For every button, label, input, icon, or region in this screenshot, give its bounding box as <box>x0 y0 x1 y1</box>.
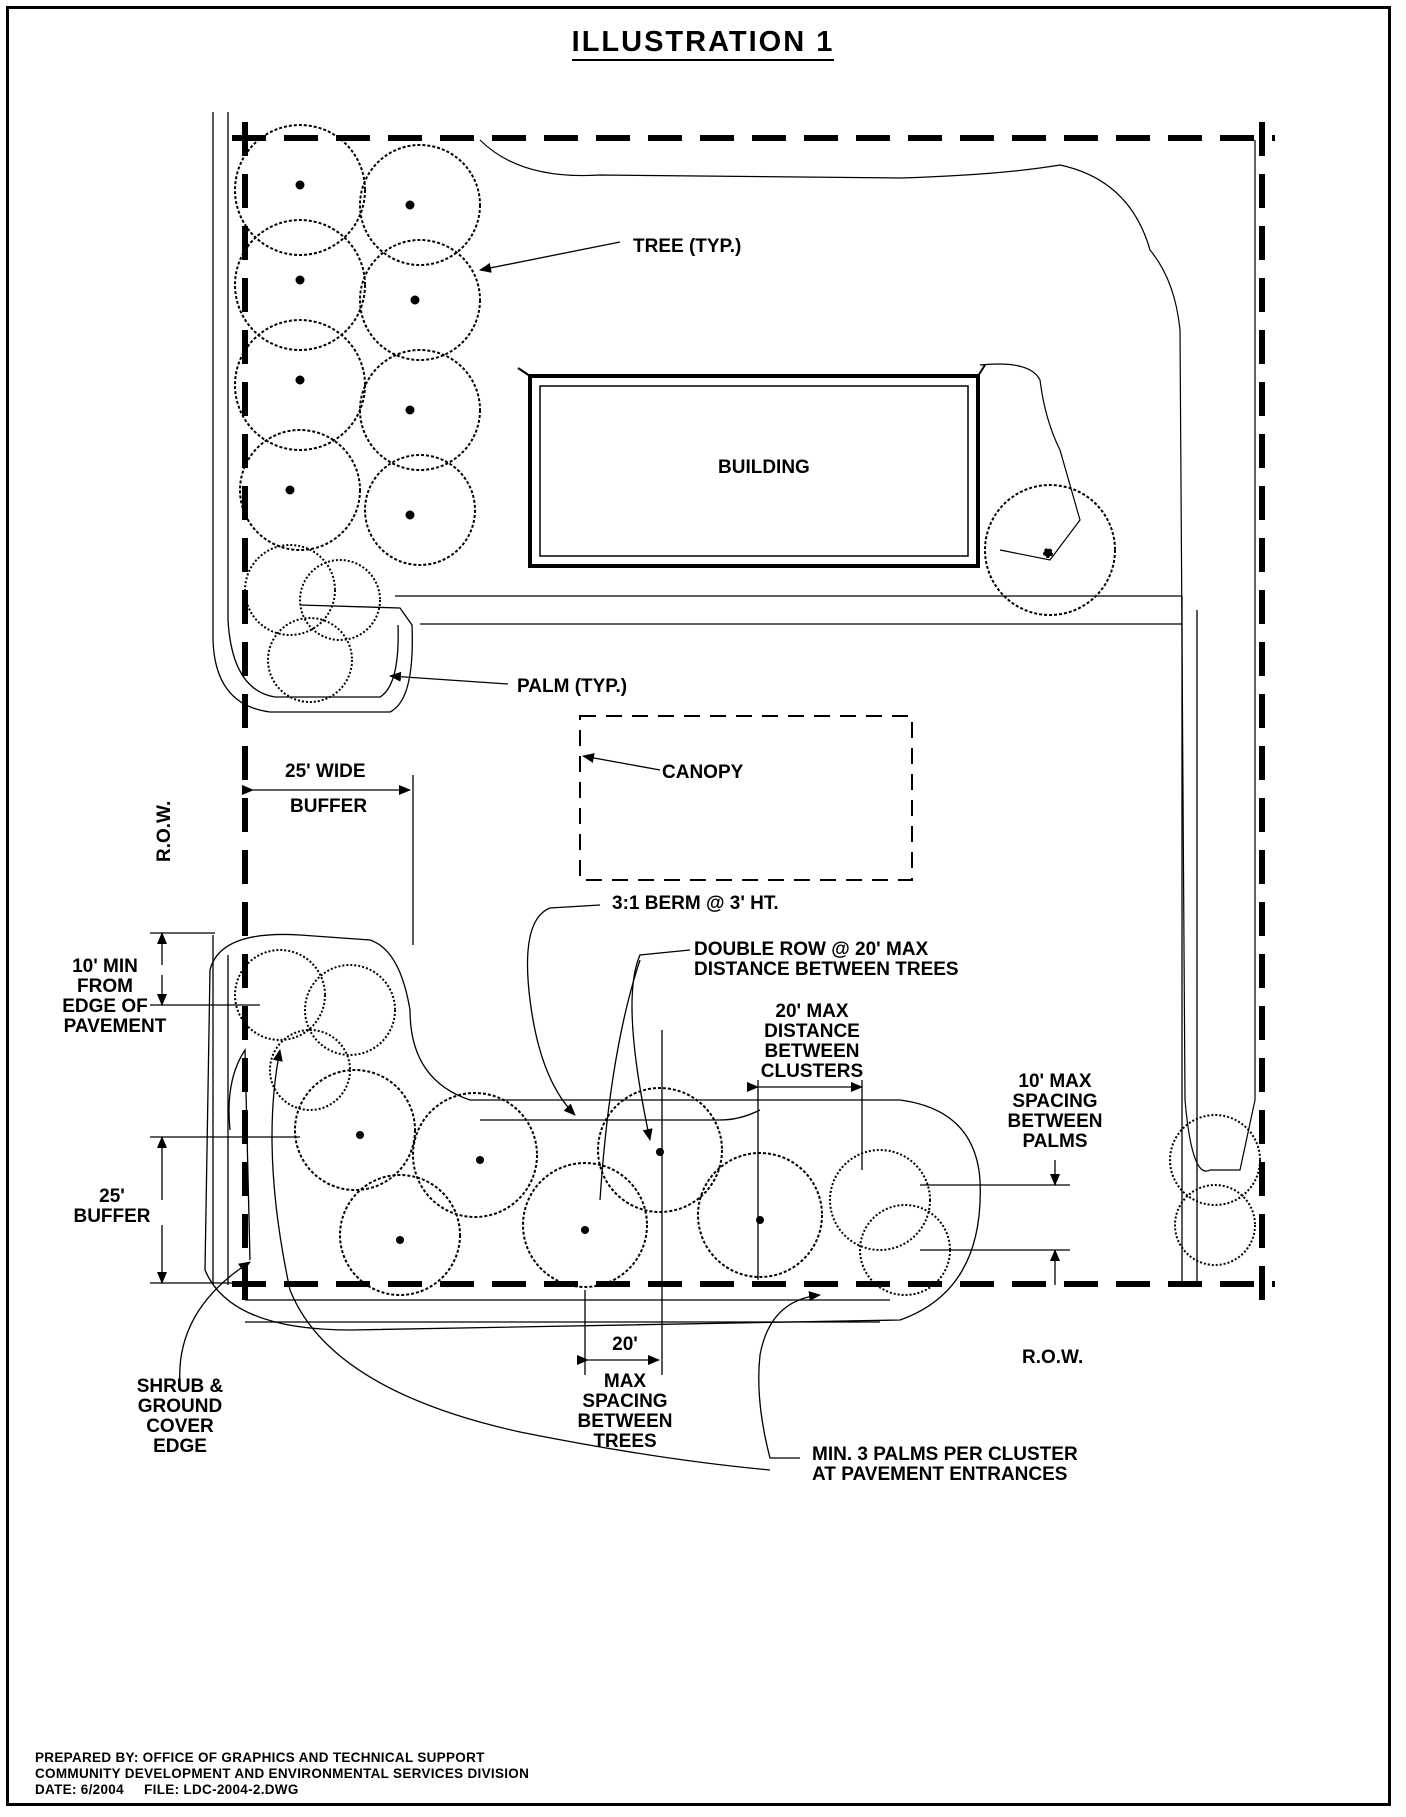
clusters-label: 20' MAX DISTANCE BETWEEN CLUSTERS <box>761 1001 863 1082</box>
double-row-label-1: DOUBLE ROW @ 20' MAX <box>694 939 928 960</box>
svg-text:PAVEMENT: PAVEMENT <box>64 1016 167 1037</box>
building <box>517 364 986 568</box>
svg-text:GROUND: GROUND <box>138 1396 222 1417</box>
berm-label: 3:1 BERM @ 3' HT. <box>612 893 779 914</box>
svg-text:SPACING: SPACING <box>1012 1091 1097 1112</box>
canopy-outline <box>579 715 913 881</box>
canopy-label: CANOPY <box>662 762 744 783</box>
svg-text:BUFFER: BUFFER <box>73 1206 150 1227</box>
svg-text:BETWEEN: BETWEEN <box>765 1041 860 1062</box>
svg-text:TREES: TREES <box>593 1431 656 1452</box>
svg-text:COVER: COVER <box>146 1416 214 1437</box>
building-label: BUILDING <box>718 457 810 478</box>
dimension-lines <box>150 775 1070 1375</box>
sidewalk-left <box>212 112 413 713</box>
palm-cluster-bottom <box>234 949 1261 1296</box>
svg-text:BETWEEN: BETWEEN <box>578 1411 673 1432</box>
palms-spacing-label: 10' MAX SPACING BETWEEN PALMS <box>1008 1071 1103 1152</box>
svg-text:FROM: FROM <box>77 976 133 997</box>
groundcover-band <box>479 139 1256 1172</box>
illustration-title: ILLUSTRATION 1 <box>0 26 1406 61</box>
svg-text:10' MAX: 10' MAX <box>1018 1071 1091 1092</box>
trees-spacing-label: 20' MAX SPACING BETWEEN TREES <box>578 1334 673 1452</box>
svg-text:25': 25' <box>99 1186 125 1207</box>
svg-text:MAX: MAX <box>604 1371 647 1392</box>
property-lines <box>232 122 1275 1300</box>
footer-line-3: DATE: 6/2004 FILE: LDC-2004-2.DWG <box>35 1782 299 1797</box>
tree-label: TREE (TYP.) <box>633 236 741 257</box>
double-row-label-2: DISTANCE BETWEEN TREES <box>694 959 959 980</box>
footer-line-1: PREPARED BY: OFFICE OF GRAPHICS AND TECH… <box>35 1750 485 1765</box>
row-bottom-label: R.O.W. <box>1022 1347 1083 1368</box>
row-left-label: R.O.W. <box>154 801 175 862</box>
shrub-edge-label: SHRUB & GROUND COVER EDGE <box>137 1376 224 1457</box>
drawing-frame <box>6 6 1391 1806</box>
min3-label-2: AT PAVEMENT ENTRANCES <box>812 1464 1067 1485</box>
svg-text:DISTANCE: DISTANCE <box>764 1021 860 1042</box>
buffer-wide-label-2: BUFFER <box>290 796 367 817</box>
footer-credits: PREPARED BY: OFFICE OF GRAPHICS AND TECH… <box>35 1750 529 1798</box>
sidewalk-bottom <box>212 935 890 1323</box>
svg-text:EDGE: EDGE <box>153 1436 207 1457</box>
min10-label: 10' MIN FROM EDGE OF PAVEMENT <box>62 956 167 1037</box>
buffer-wide-label-1: 25' WIDE <box>285 761 366 782</box>
tree-cluster-bottom <box>294 1069 823 1296</box>
svg-text:PALMS: PALMS <box>1022 1131 1087 1152</box>
svg-text:BETWEEN: BETWEEN <box>1008 1111 1103 1132</box>
tree-cluster-left <box>234 124 481 566</box>
svg-text:SPACING: SPACING <box>582 1391 667 1412</box>
svg-text:SHRUB &: SHRUB & <box>137 1376 224 1397</box>
svg-text:20' MAX: 20' MAX <box>775 1001 848 1022</box>
leader-lines <box>179 241 821 1471</box>
berm-outline <box>204 933 981 1331</box>
palm-cluster-top <box>244 544 381 703</box>
buffer25-label: 25' BUFFER <box>73 1186 150 1227</box>
shrub-cluster-building <box>984 484 1116 616</box>
footer-line-2: COMMUNITY DEVELOPMENT AND ENVIRONMENTAL … <box>35 1766 530 1781</box>
svg-text:CLUSTERS: CLUSTERS <box>761 1061 863 1082</box>
svg-text:EDGE OF: EDGE OF <box>62 996 148 1017</box>
svg-text:10' MIN: 10' MIN <box>72 956 138 977</box>
svg-text:20': 20' <box>612 1334 638 1355</box>
palm-label: PALM (TYP.) <box>517 676 627 697</box>
min3-label-1: MIN. 3 PALMS PER CLUSTER <box>812 1444 1078 1465</box>
